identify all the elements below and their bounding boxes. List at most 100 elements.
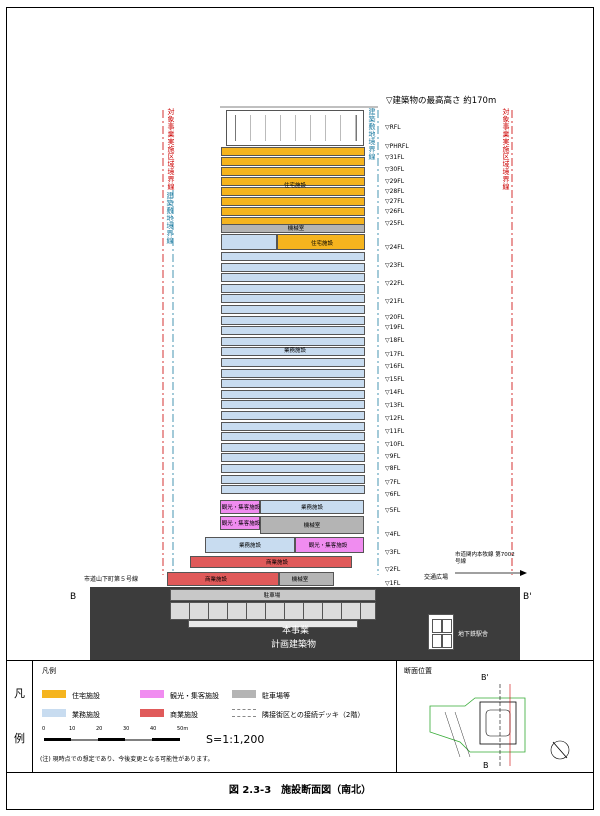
left-road-label: 市道山下町第５号線 — [84, 576, 139, 583]
right-red-boundary-label: 対象事業実施区域境界線 — [502, 108, 510, 191]
floor-label: ▽7FL — [385, 479, 401, 486]
business-floor — [221, 474, 365, 484]
floor-label: ▽23FL — [385, 262, 405, 269]
legend-note: (注) 現時点での想定であり、今後変更となる可能性があります。 — [40, 756, 214, 763]
business-floor — [221, 262, 365, 272]
floor-label: ▽6FL — [385, 491, 401, 498]
legend-swatch-business — [42, 709, 66, 717]
legend-label-deck: 隣接街区との接続デッキ（2階） — [262, 711, 365, 719]
residential-floor — [221, 187, 365, 196]
right-blue-boundary-label: 建築敷地境界線 — [368, 108, 376, 161]
project-label-2: 計画建築物 — [271, 640, 317, 650]
tourism-a-label: 観光・集客施設 — [221, 505, 261, 511]
commercial-b-label: 商業施設 — [204, 577, 228, 583]
tourism-c-label: 観光・集客施設 — [308, 543, 348, 549]
tourism-b-label: 観光・集客施設 — [221, 521, 261, 527]
business-floor — [221, 273, 365, 283]
location-title: 断面位置 — [404, 667, 432, 675]
floor-label: ▽22FL — [385, 280, 405, 287]
road-arrow-head — [520, 570, 527, 576]
residential-floor — [221, 177, 365, 186]
scale-tick-label: 50m — [177, 726, 189, 732]
floor-label: ▽17FL — [385, 351, 405, 358]
floor-label: ▽20FL — [385, 314, 405, 321]
residential-floor — [221, 197, 365, 206]
machine-room-low-label: 機械室 — [291, 577, 309, 583]
floor-label: ▽24FL — [385, 244, 405, 251]
scale-tick-label: 10 — [69, 726, 76, 732]
floor-label: ▽PHRFL — [385, 143, 409, 150]
floor-label: ▽25FL — [385, 220, 405, 227]
business-floor — [221, 421, 365, 431]
legend-side-divider — [32, 660, 33, 772]
basement-lower — [188, 620, 358, 628]
business-floor — [221, 442, 365, 452]
floor-label: ▽10FL — [385, 441, 405, 448]
floor-label: ▽11FL — [385, 428, 405, 435]
residential-label: 住宅施設 — [283, 183, 307, 189]
residential-floor — [221, 167, 365, 176]
floor-label: ▽14FL — [385, 389, 405, 396]
business-floor — [221, 485, 365, 495]
drawing-frame — [6, 7, 594, 810]
floor-label: ▽28FL — [385, 188, 405, 195]
scale-tick-label: 0 — [42, 726, 46, 732]
machine-room-low — [279, 572, 334, 586]
machine-room-top — [221, 224, 365, 233]
business-floor — [221, 453, 365, 463]
scale-tick-label: 20 — [96, 726, 103, 732]
caption-divider — [6, 772, 594, 773]
building-footprint — [479, 701, 517, 745]
legend-label-tourism: 観光・集客施設 — [170, 692, 219, 700]
scale-tick-label: 40 — [150, 726, 157, 732]
residential2-label: 住宅施設 — [310, 241, 334, 247]
left-red-boundary-label: 対象事業実施区域境界線 — [167, 108, 175, 191]
business-floor — [221, 368, 365, 378]
machine-room-top-label: 機械室 — [287, 226, 305, 232]
business-b-label: 業務施設 — [300, 505, 324, 511]
location-b-prime: B' — [481, 673, 489, 682]
floor-label: ▽30FL — [385, 166, 405, 173]
business-floor — [221, 464, 365, 473]
left-blue-boundary-label: 建築敷地境界線 — [166, 192, 174, 245]
business-floor — [221, 283, 365, 293]
parking-label: 駐車場 — [263, 593, 281, 599]
right-road-label: 市道関内本牧線 第7002号線 — [455, 552, 515, 565]
floor-label: ▽19FL — [385, 324, 405, 331]
residential-floor — [221, 147, 365, 156]
legend-divider — [6, 660, 594, 661]
floor-label: ▽4FL — [385, 531, 401, 538]
floor-label: ▽RFL — [385, 124, 401, 131]
floor-label: ▽27FL — [385, 198, 405, 205]
business-c — [205, 537, 295, 553]
legend-swatch-residential — [42, 690, 66, 698]
business-floor — [221, 389, 365, 399]
figure-caption: 図 2.3-3 施設断面図（南北） — [228, 785, 372, 796]
legend-title: 凡例 — [42, 667, 56, 675]
location-divider — [396, 660, 397, 772]
tourism-a — [220, 500, 260, 514]
business-c-label: 業務施設 — [238, 543, 262, 549]
floor-label: ▽18FL — [385, 337, 405, 344]
business-label: 業務施設 — [283, 348, 307, 354]
north-arrow-icon — [550, 740, 570, 760]
floor-label: ▽15FL — [385, 376, 405, 383]
scale-tick-label: 30 — [123, 726, 130, 732]
business-floor — [221, 400, 365, 410]
legend-side-bottom: 例 — [14, 732, 25, 745]
legend-label-residential: 住宅施設 — [72, 692, 100, 700]
legend-label-parking: 駐車場等 — [262, 692, 290, 700]
business-floor — [221, 305, 365, 314]
boundary-lines-svg — [162, 106, 527, 576]
legend-swatch-commercial — [140, 709, 164, 717]
business-floor — [221, 432, 365, 442]
floor-label: ▽12FL — [385, 415, 405, 422]
subway-station — [428, 614, 454, 650]
location-b: B — [483, 761, 489, 770]
residential-lower — [277, 234, 365, 250]
floor-label: ▽21FL — [385, 298, 405, 305]
location-map — [429, 684, 570, 766]
crown-frame — [235, 115, 357, 141]
subway-label: 地下鉄駅舎 — [458, 631, 489, 638]
legend-swatch-deck — [232, 709, 256, 717]
